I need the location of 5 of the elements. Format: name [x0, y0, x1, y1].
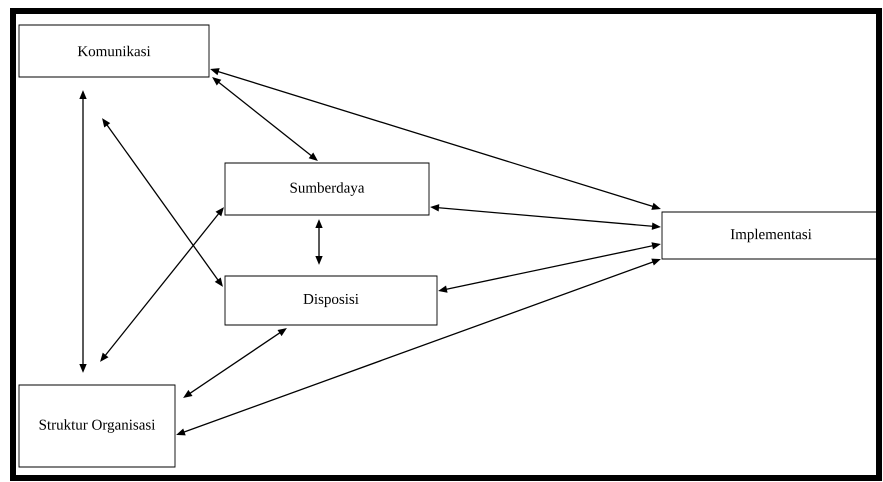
process-box: Sumberdaya: [224, 162, 430, 216]
process-box: Disposisi: [224, 276, 438, 326]
process-box: Komunikasi: [18, 24, 210, 78]
process-box: Struktur Organisasi: [18, 384, 176, 468]
process-box: Implementasi: [662, 212, 880, 260]
